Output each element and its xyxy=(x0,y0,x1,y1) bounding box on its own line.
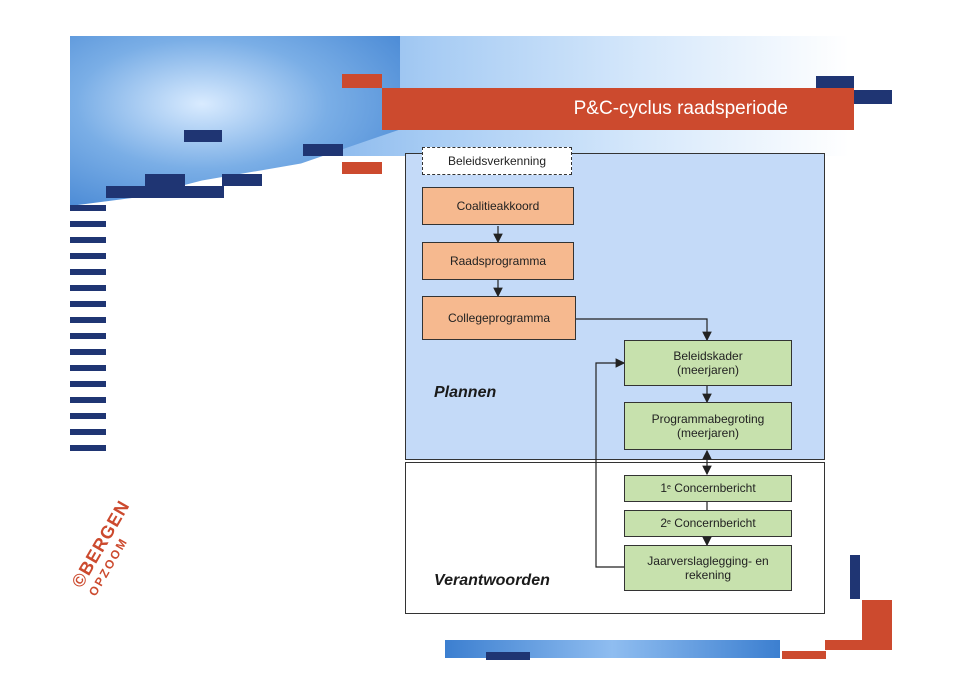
verantwoorden-label: Verantwoorden xyxy=(434,572,550,589)
deco-block xyxy=(303,144,343,156)
box-collegeprogramma: Collegeprogramma xyxy=(422,296,576,340)
deco-block xyxy=(145,174,185,186)
concern2-text: Concernbericht xyxy=(670,516,756,531)
stripe xyxy=(70,317,106,323)
concern1-num: 1 xyxy=(660,481,668,496)
stripe xyxy=(70,413,106,419)
beleidskader-line1: Beleidskader xyxy=(673,348,743,363)
stripe xyxy=(70,397,106,403)
jaarverslag-line2: rekening xyxy=(684,568,732,582)
concern2-sup: e xyxy=(667,519,671,527)
box-beleidsverkenning: Beleidsverkenning xyxy=(422,147,572,175)
deco-block xyxy=(222,174,262,186)
box-programmabegroting: Programmabegroting (meerjaren) xyxy=(624,402,792,450)
stripe xyxy=(70,253,106,259)
stripe xyxy=(70,349,106,355)
box-jaarverslaglegging: Jaarverslaglegging- en rekening xyxy=(624,545,792,591)
stripe xyxy=(70,221,106,227)
bergen-op-zoom-logo: ©BERGEN OPZOOM xyxy=(68,497,185,631)
deco-block xyxy=(825,640,862,650)
plannen-label: Plannen xyxy=(434,384,497,401)
concern2-num: 2 xyxy=(660,516,668,531)
deco-block xyxy=(816,76,854,88)
stripe xyxy=(70,429,106,435)
page-title: P&C-cyclus raadsperiode xyxy=(382,88,854,130)
box-beleidskader: Beleidskader (meerjaren) xyxy=(624,340,792,386)
deco-block xyxy=(342,162,382,174)
left-stripes xyxy=(70,205,106,461)
box-raadsprogramma: Raadsprogramma xyxy=(422,242,574,280)
deco-block xyxy=(184,130,222,142)
deco-block xyxy=(782,651,826,659)
stripe xyxy=(70,301,106,307)
stripe xyxy=(70,333,106,339)
box-coalitieakkoord: Coalitieakkoord xyxy=(422,187,574,225)
concern1-text: Concernbericht xyxy=(670,481,756,496)
stripe xyxy=(70,365,106,371)
deco-block xyxy=(854,90,892,104)
deco-block xyxy=(862,600,892,650)
stripe xyxy=(70,285,106,291)
jaarverslag-line1: Jaarverslaglegging- en xyxy=(647,553,769,568)
stripe xyxy=(70,381,106,387)
stripe xyxy=(70,237,106,243)
deco-block xyxy=(850,555,860,599)
stripe xyxy=(70,445,106,451)
stripe xyxy=(70,269,106,275)
concern1-sup: e xyxy=(667,484,671,492)
deco-block xyxy=(106,186,224,198)
programmabegroting-line1: Programmabegroting xyxy=(651,411,765,426)
programmabegroting-line2: (meerjaren) xyxy=(676,426,739,440)
beleidskader-line2: (meerjaren) xyxy=(676,363,739,377)
deco-block xyxy=(486,652,530,660)
deco-block xyxy=(342,74,382,88)
stripe xyxy=(70,205,106,211)
